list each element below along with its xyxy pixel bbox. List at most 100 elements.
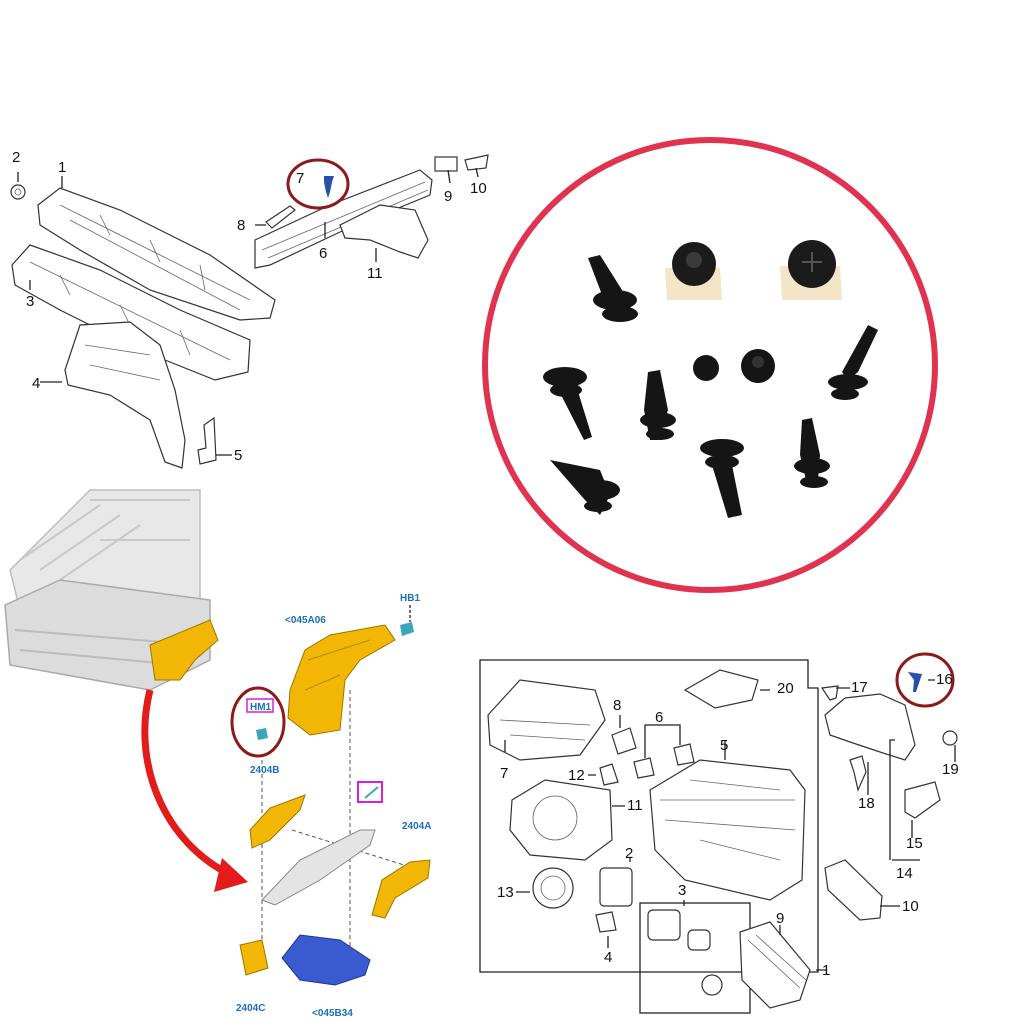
hvac-duct-7 [487, 679, 606, 761]
hvac-assembly-diagram: 1 2 3 4 5 6 7 8 9 10 11 12 13 14 15 16 1… [479, 652, 959, 1014]
hvac-callout-4: 4 [604, 949, 612, 966]
push-clip-5 [550, 460, 620, 515]
hvac-callout-19: 19 [942, 761, 959, 778]
hvac-callout-16: 16 [936, 671, 953, 688]
small-button-clip-2 [741, 349, 775, 383]
cowl-grille [254, 169, 433, 269]
magenta-marker-box [357, 781, 383, 803]
callout-7: 7 [296, 170, 304, 187]
hvac-callout-15: 15 [906, 835, 923, 852]
hvac-callout-13: 13 [497, 884, 514, 901]
label-045b34: <045B34 [312, 1008, 353, 1019]
water-shield [339, 204, 429, 259]
callout-11: 11 [367, 265, 383, 282]
small-button-clip-1 [693, 355, 719, 381]
label-hm1: HM1 [250, 702, 272, 713]
clips-photo [482, 137, 938, 593]
evaporator-10 [824, 859, 883, 921]
hvac-callout-11: 11 [627, 797, 643, 814]
trim-2404b [249, 794, 306, 849]
hvac-callout-17: 17 [851, 679, 868, 696]
push-clip-7 [794, 418, 830, 488]
hvac-callout-6: 6 [655, 709, 663, 726]
cowl-panel-diagram: 1 2 3 4 5 6 7 8 9 10 11 [10, 149, 489, 469]
label-045a06: <045A06 [285, 615, 326, 626]
small-bracket [197, 416, 217, 465]
callout-10: 10 [470, 180, 487, 197]
dash-side-panel [64, 321, 186, 469]
duct-cover [824, 693, 916, 761]
hvac-callout-9: 9 [776, 910, 784, 927]
actuator-8 [611, 727, 637, 755]
push-clip-3 [640, 370, 676, 440]
hvac-callout-14: 14 [896, 865, 913, 882]
hvac-callout-10: 10 [902, 898, 919, 915]
hvac-callout-5: 5 [720, 737, 728, 754]
blower-motor-13 [532, 867, 574, 909]
push-clip-1 [588, 255, 638, 322]
red-arrow-head [214, 858, 248, 892]
callout-4: 4 [32, 375, 40, 392]
cabin-filter-20 [683, 669, 759, 709]
label-2404a: 2404A [402, 821, 431, 832]
clip-17 [820, 685, 839, 701]
hvac-callout-20: 20 [777, 680, 794, 697]
seal-3a [647, 909, 681, 941]
hvac-callout-1: 1 [822, 962, 830, 979]
hvac-callout-7: 7 [500, 765, 508, 782]
clip-part-9 [434, 156, 458, 172]
hvac-callout-12: 12 [568, 767, 585, 784]
hvac-callout-3: 3 [678, 882, 686, 899]
hvac-callout-2: 2 [625, 845, 633, 862]
callout-6: 6 [319, 245, 327, 262]
hvac-frame [479, 659, 819, 973]
hvac-callout-18: 18 [858, 795, 875, 812]
grommet-19 [942, 730, 958, 746]
foam-clip-1 [665, 242, 722, 300]
trim-2404c [239, 939, 269, 976]
push-clip-2 [543, 367, 592, 440]
seal-3c [701, 974, 723, 996]
label-2404b: 2404B [250, 765, 279, 776]
push-clip-6 [700, 439, 744, 518]
highlight-circle-hm1 [230, 686, 286, 758]
push-clip-4 [828, 325, 878, 400]
clip-part-10 [464, 154, 489, 171]
callout-1: 1 [58, 159, 66, 176]
seal-3b [687, 929, 711, 951]
seat-bracket-upper [287, 624, 396, 736]
highlight-circle-16 [895, 652, 955, 708]
callout-5: 5 [234, 447, 242, 464]
nut-fastener [10, 184, 26, 200]
trim-2404a [371, 859, 431, 919]
foam-clip-2 [780, 240, 842, 300]
sensor-4 [595, 911, 617, 933]
seat-assembly-diagram: HB1 <045A06 HM1 2404B 2404A 2404C <045B3… [4, 489, 431, 1019]
seal-strip [265, 205, 296, 229]
red-arrow-curve [141, 689, 240, 882]
seat-rail [261, 829, 376, 906]
cowl-lower-panel [11, 244, 251, 381]
callout-8: 8 [237, 217, 245, 234]
gasket-15 [904, 781, 941, 819]
hvac-callout-8: 8 [613, 697, 621, 714]
clip-16-icon [908, 672, 922, 692]
callout-3: 3 [26, 293, 34, 310]
seal-part-2 [599, 867, 633, 907]
actuator-12 [599, 763, 619, 786]
actuator-6b [673, 743, 695, 766]
callout-9: 9 [444, 188, 452, 205]
seat-trim-installed [149, 619, 219, 681]
label-2404c: 2404C [236, 1003, 265, 1014]
callout-2: 2 [12, 149, 20, 166]
highlight-circle-7 [286, 158, 350, 210]
hm1-clip [256, 728, 268, 740]
seat-plate-045b34 [281, 934, 371, 986]
label-hb1: HB1 [400, 593, 420, 604]
actuator-6a [633, 757, 655, 779]
clip-7-icon [324, 176, 334, 198]
hb1-clip [400, 622, 414, 636]
hvac-housing-5 [649, 759, 806, 901]
blower-housing [509, 779, 613, 861]
